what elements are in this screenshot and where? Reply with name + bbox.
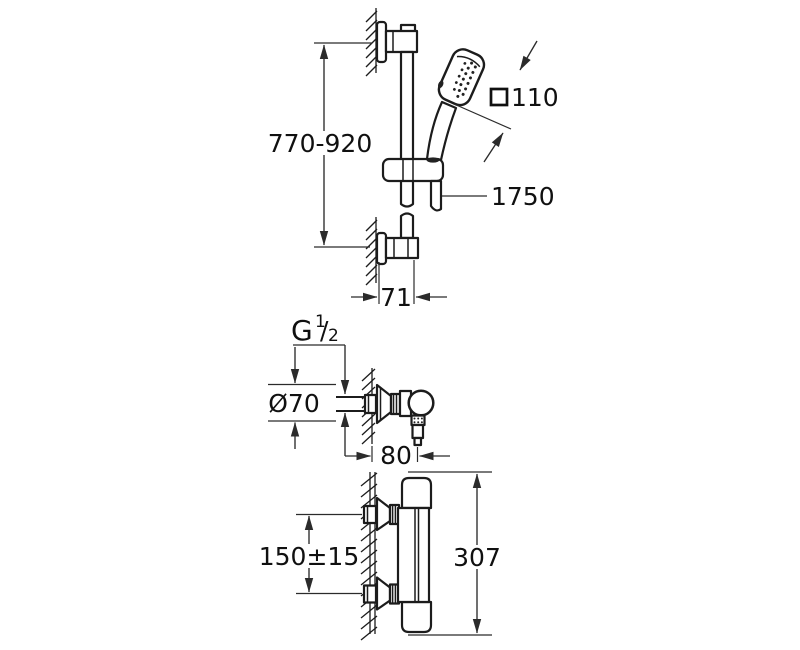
wall-section-union bbox=[361, 368, 376, 462]
wall-section-top bbox=[365, 8, 378, 77]
shower-rail-bar bbox=[399, 50, 415, 240]
dimension-connection-spacing: 150±15 bbox=[259, 513, 362, 595]
top-wall-bracket bbox=[375, 20, 419, 64]
union-escutcheon-cone bbox=[375, 383, 393, 425]
union-outlet bbox=[410, 414, 426, 462]
connection-spacing-label: 150±15 bbox=[259, 542, 359, 571]
dimension-hose-length: 1750 bbox=[442, 182, 555, 211]
dimension-rail-height: 770-920 bbox=[268, 42, 372, 248]
union-body bbox=[389, 389, 435, 418]
hand-shower-head bbox=[437, 48, 486, 107]
shower-rail-figure: 770-920 110 1750 71 bbox=[268, 8, 559, 312]
dimension-rail-offset: 71 bbox=[351, 260, 447, 312]
head-size-label: 110 bbox=[511, 83, 559, 112]
dimension-thread-size: G 1 / 2 bbox=[291, 304, 350, 456]
shower-hose bbox=[429, 179, 443, 212]
union-depth-label: 80 bbox=[380, 441, 412, 470]
rail-slider-holder bbox=[381, 157, 445, 183]
thread-size-label: G 1 / 2 bbox=[291, 304, 339, 347]
swivel-ball-joint bbox=[407, 389, 435, 417]
wall-union-figure: G 1 / 2 Ø70 80 bbox=[268, 304, 450, 470]
flange-diameter-label: Ø70 bbox=[268, 389, 320, 418]
bottom-wall-bracket bbox=[375, 231, 420, 266]
thermostat-figure: 150±15 307 bbox=[259, 471, 501, 641]
dimension-head-size: 110 bbox=[453, 40, 559, 163]
mixer-height-label: 307 bbox=[453, 543, 501, 572]
dimension-flange-diameter: Ø70 bbox=[268, 347, 336, 449]
dimension-mixer-height: 307 bbox=[408, 471, 501, 636]
spray-nozzle-dots bbox=[452, 61, 477, 98]
rail-height-label: 770-920 bbox=[268, 129, 372, 158]
hand-shower-handle bbox=[425, 100, 458, 162]
rail-offset-label: 71 bbox=[380, 283, 412, 312]
concealed-supply-pipe bbox=[336, 393, 378, 415]
mixer-upper-union bbox=[362, 496, 401, 532]
mixer-body bbox=[396, 476, 433, 634]
wall-section-bottom bbox=[365, 217, 378, 286]
wall-section-mixer bbox=[360, 472, 378, 641]
hose-length-label: 1750 bbox=[491, 182, 555, 211]
dimension-union-depth: 80 bbox=[345, 441, 450, 470]
square-dimension-icon bbox=[489, 87, 509, 107]
mixer-lower-union bbox=[362, 576, 401, 611]
spray-mode-button bbox=[438, 80, 444, 89]
